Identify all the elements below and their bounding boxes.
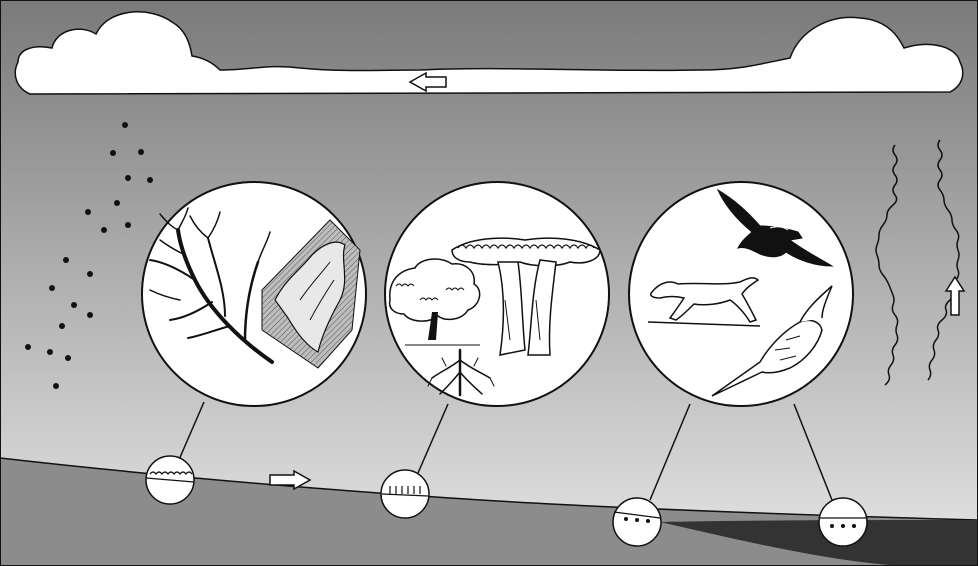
soil-sample-3: [613, 498, 661, 546]
soil-sample-1: [146, 456, 194, 504]
soil-sample-2: [381, 470, 429, 518]
river-circle: [142, 182, 366, 406]
trees-circle: [385, 182, 609, 406]
animals-circle: [629, 182, 853, 406]
soil-sample-4: [819, 498, 867, 546]
